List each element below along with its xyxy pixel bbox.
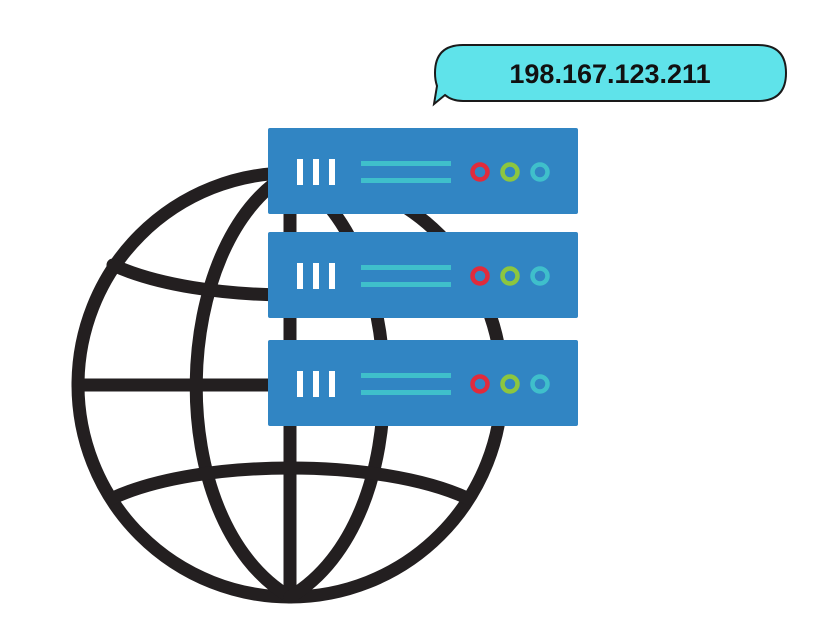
speech-bubble-icon: 198.167.123.211 — [432, 44, 788, 107]
server-slot — [329, 371, 335, 397]
ip-address-label: 198.167.123.211 — [509, 59, 710, 89]
server-led — [470, 162, 490, 182]
server-led — [500, 162, 520, 182]
server-led — [530, 162, 550, 182]
server-slot — [297, 263, 303, 289]
server-led — [500, 266, 520, 286]
server-slot — [313, 263, 319, 289]
server-led — [470, 374, 490, 394]
server-line — [361, 282, 451, 287]
globe-latitude-lower — [106, 461, 474, 505]
server-unit — [268, 232, 578, 318]
bubble-shape — [432, 44, 788, 107]
server-led — [530, 266, 550, 286]
server-line — [361, 161, 451, 166]
server-slot — [329, 159, 335, 185]
server-slot — [313, 159, 319, 185]
server-slot — [297, 371, 303, 397]
server-body — [268, 128, 578, 214]
server-rack-icon — [268, 128, 578, 426]
server-unit — [268, 128, 578, 214]
server-slot — [329, 263, 335, 289]
server-body — [268, 232, 578, 318]
server-line — [361, 390, 451, 395]
server-led — [530, 374, 550, 394]
server-slot — [313, 371, 319, 397]
server-unit — [268, 340, 578, 426]
server-led — [470, 266, 490, 286]
server-led — [500, 374, 520, 394]
server-line — [361, 265, 451, 270]
server-body — [268, 340, 578, 426]
server-line — [361, 178, 451, 183]
server-line — [361, 373, 451, 378]
server-slot — [297, 159, 303, 185]
